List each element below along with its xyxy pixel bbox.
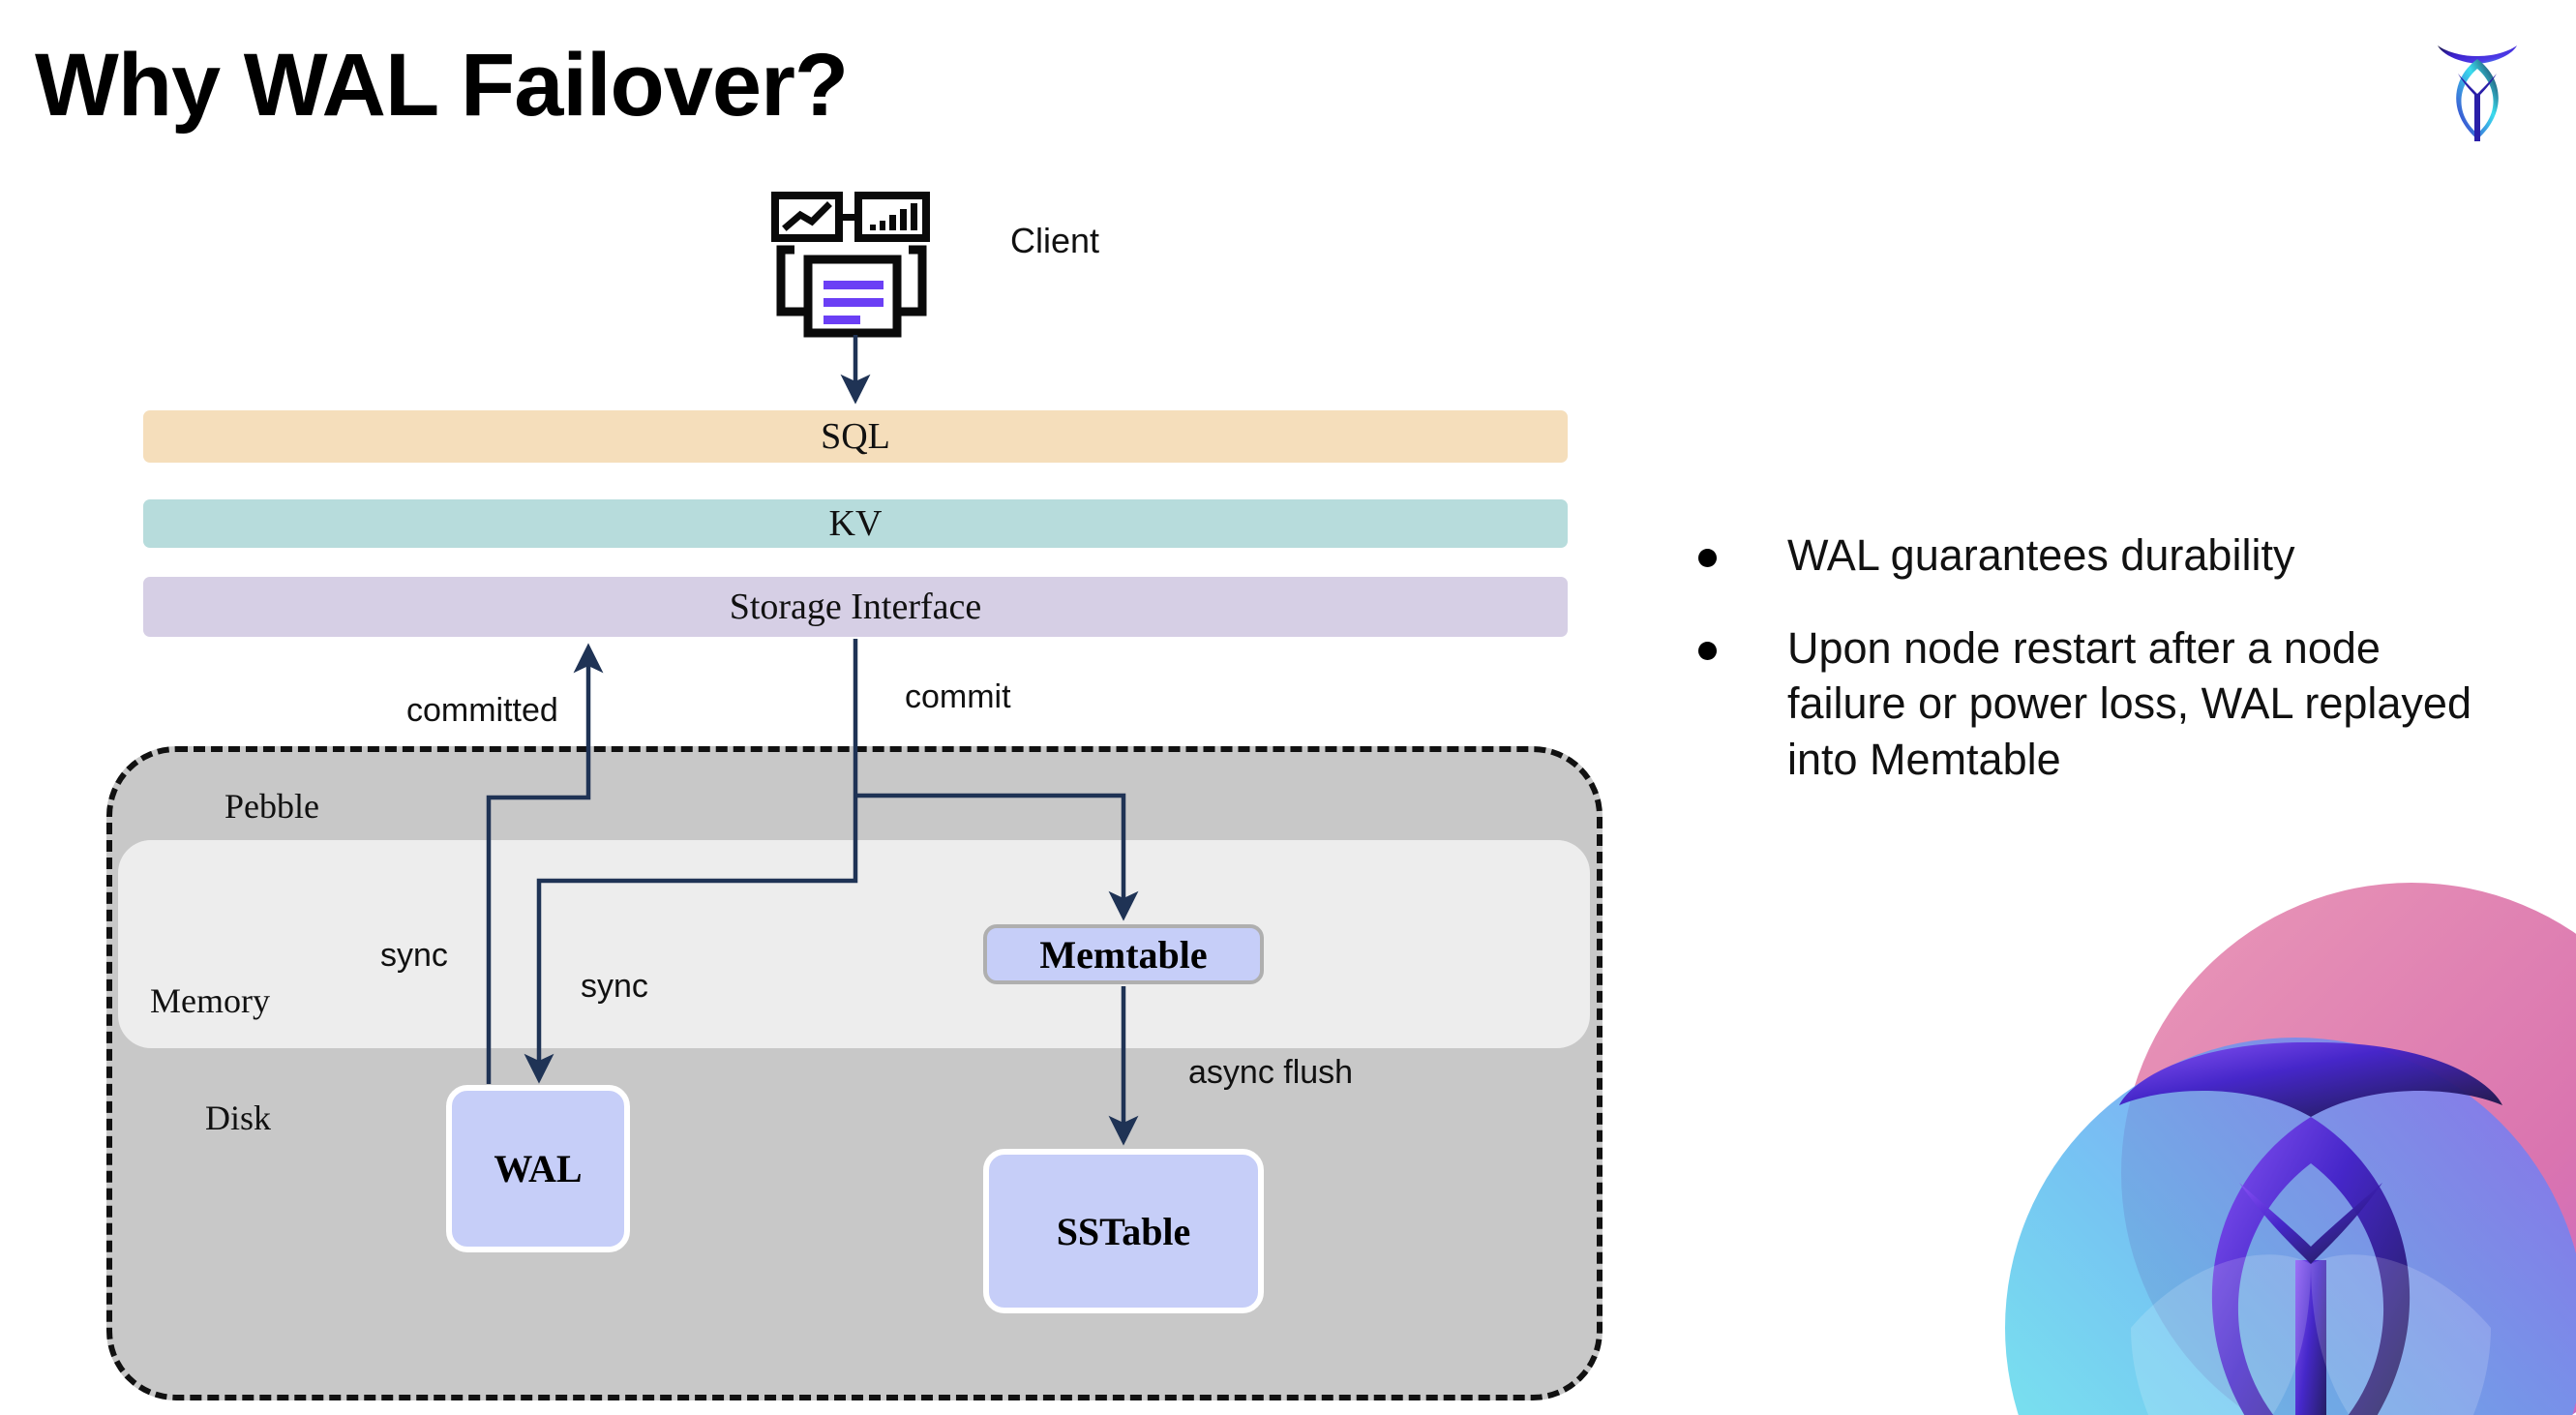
edge-label-committed: committed	[406, 692, 558, 729]
wal-label: WAL	[494, 1147, 583, 1190]
client-label: Client	[1010, 221, 1100, 260]
memory-zone	[118, 840, 1590, 1048]
pebble-label: Pebble	[225, 787, 319, 826]
memory-label: Memory	[150, 981, 270, 1020]
layer-label-sql: SQL	[821, 416, 890, 457]
edge-label-async-flush: async flush	[1188, 1054, 1354, 1091]
layer-bar-storage: Storage Interface	[143, 577, 1568, 637]
list-item: Upon node restart after a node failure o…	[1698, 620, 2501, 788]
edge-label-sync-left: sync	[380, 937, 448, 974]
wal-box: WAL	[446, 1085, 630, 1252]
disk-label: Disk	[205, 1099, 272, 1137]
decorative-logo-artwork	[2005, 883, 2576, 1415]
bullet-dot-icon	[1698, 549, 1717, 567]
sstable-label: SSTable	[1056, 1209, 1191, 1253]
page-title: Why WAL Failover?	[35, 36, 849, 135]
layer-bar-sql: SQL	[143, 410, 1568, 463]
bullet-text: Upon node restart after a node failure o…	[1787, 622, 2471, 784]
layer-bar-kv: KV	[143, 499, 1568, 548]
list-item: WAL guarantees durability	[1698, 527, 2501, 584]
cockroach-labs-logo-icon	[2438, 45, 2517, 141]
client-dashboard-icon	[771, 192, 930, 338]
layer-label-kv: KV	[828, 503, 883, 544]
edge-label-commit: commit	[905, 678, 1011, 715]
memtable-label: Memtable	[1039, 932, 1208, 977]
layer-label-storage: Storage Interface	[729, 587, 982, 627]
bullet-list: WAL guarantees durability Upon node rest…	[1698, 527, 2501, 824]
bullet-text: WAL guarantees durability	[1787, 530, 2295, 580]
edge-label-sync-right: sync	[581, 968, 648, 1005]
sstable-box: SSTable	[983, 1149, 1264, 1313]
bullet-dot-icon	[1698, 641, 1717, 660]
memtable-box: Memtable	[983, 924, 1264, 984]
